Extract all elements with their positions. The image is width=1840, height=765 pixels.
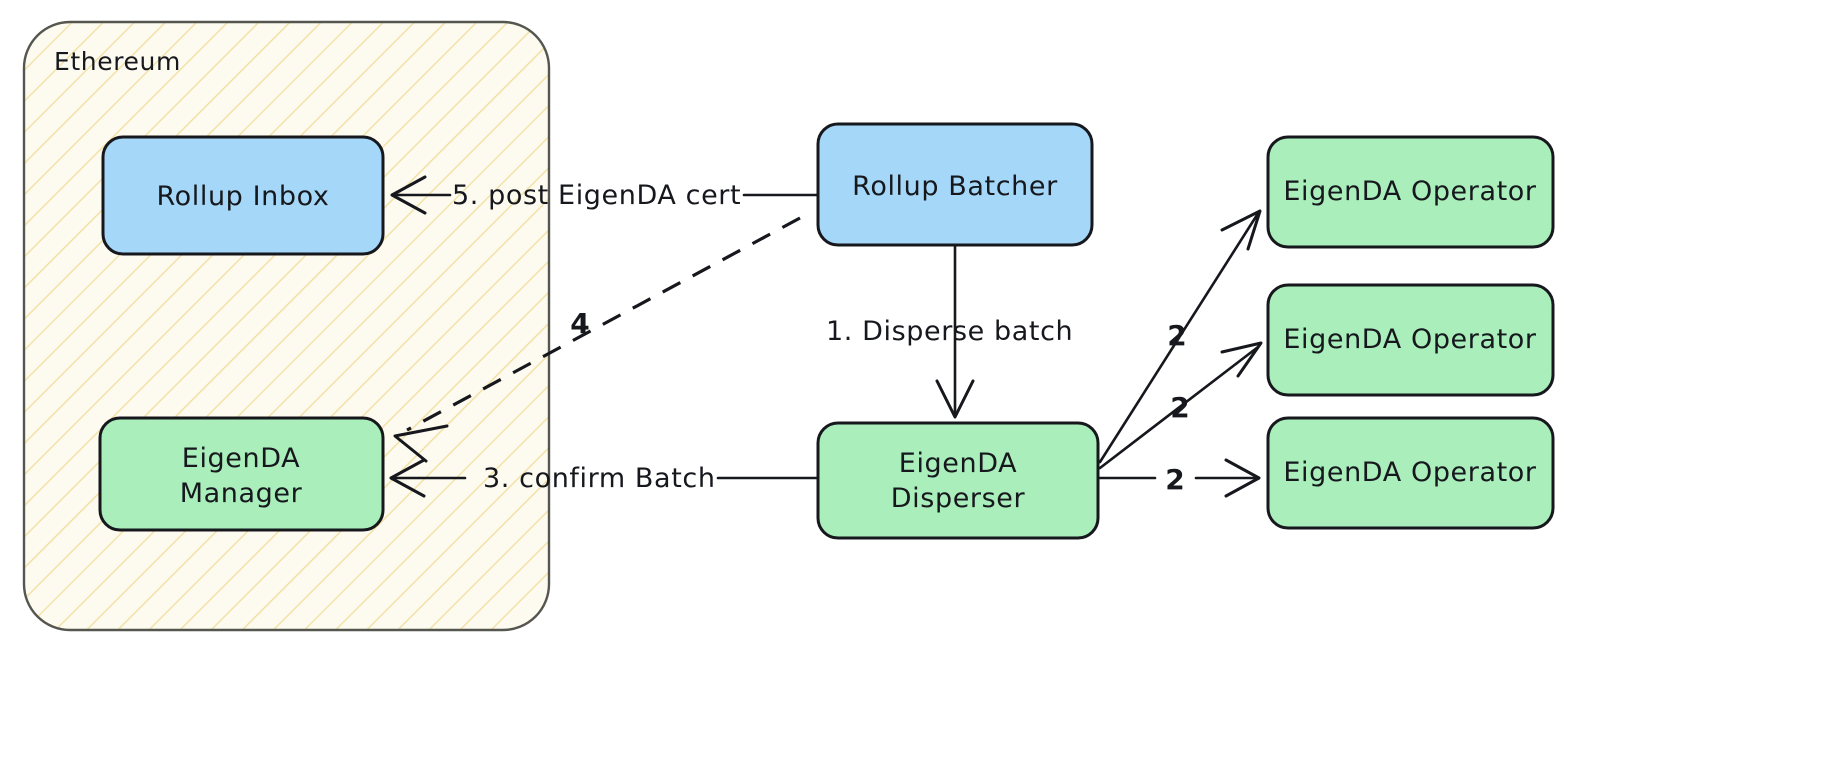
- cluster-ethereum: Ethereum: [22, 20, 551, 632]
- edge-post-eigenda-cert-label: 5. post EigenDA cert: [452, 180, 741, 211]
- node-eigenda-operator-2[interactable]: EigenDA Operator: [1266, 283, 1555, 397]
- node-eigenda-operator-3-label: EigenDA Operator: [1283, 457, 1537, 488]
- edge-disperse-batch-arrowhead: [935, 379, 975, 419]
- cluster-ethereum-label: Ethereum: [54, 47, 181, 76]
- cluster-ethereum-rect: [22, 20, 551, 632]
- node-eigenda-disperser[interactable]: EigenDA Disperser: [816, 421, 1100, 540]
- edge-disperse-batch: 1. Disperse batch: [826, 244, 1073, 419]
- node-eigenda-operator-1-rect[interactable]: [1266, 135, 1555, 249]
- node-rollup-batcher-label: Rollup Batcher: [852, 171, 1058, 202]
- edge-confirm-batch-arrowhead: [389, 458, 426, 498]
- edge-disperser-operator-3: 2: [1098, 458, 1261, 498]
- node-eigenda-manager-label-line1: EigenDA: [182, 443, 300, 474]
- node-eigenda-disperser-label-line1: EigenDA: [899, 448, 1017, 479]
- node-rollup-inbox[interactable]: Rollup Inbox: [101, 135, 385, 256]
- edge-disperser-operator-3-arrowhead: [1224, 458, 1261, 498]
- edge-disperser-operator-1-arrowhead: [1220, 209, 1262, 251]
- edge-disperser-operator-1-label: 2: [1167, 319, 1186, 352]
- node-rollup-inbox-label: Rollup Inbox: [157, 181, 330, 212]
- node-eigenda-operator-1[interactable]: EigenDA Operator: [1266, 135, 1555, 249]
- edge-disperser-operator-1: 2: [1098, 209, 1262, 464]
- node-eigenda-operator-2-label: EigenDA Operator: [1283, 324, 1537, 355]
- edge-confirm-batch: 3. confirm Batch: [389, 458, 820, 498]
- edge-disperser-operator-2: 2: [1098, 341, 1263, 470]
- edge-disperser-operator-3-label: 2: [1165, 463, 1184, 496]
- edge-disperser-operator-2-line: [1098, 345, 1260, 470]
- node-eigenda-operator-1-label: EigenDA Operator: [1283, 176, 1537, 207]
- edge-step-4-arrowhead: [393, 424, 449, 463]
- node-eigenda-operator-3-rect[interactable]: [1266, 416, 1555, 530]
- node-eigenda-operator-2-rect[interactable]: [1266, 283, 1555, 397]
- node-eigenda-disperser-rect[interactable]: [816, 421, 1100, 540]
- edge-disperse-batch-label: 1. Disperse batch: [826, 316, 1073, 347]
- node-eigenda-manager-rect[interactable]: [98, 416, 385, 532]
- node-eigenda-operator-3[interactable]: EigenDA Operator: [1266, 416, 1555, 530]
- node-eigenda-disperser-label-line2: Disperser: [891, 483, 1026, 514]
- edge-step-4-line: [406, 216, 801, 432]
- node-eigenda-manager-label-line2: Manager: [180, 478, 303, 509]
- node-rollup-inbox-rect[interactable]: [101, 135, 385, 256]
- node-eigenda-manager[interactable]: EigenDA Manager: [98, 416, 385, 532]
- edge-confirm-batch-label: 3. confirm Batch: [483, 463, 716, 494]
- edge-disperser-operator-2-label: 2: [1170, 391, 1189, 424]
- edge-disperser-operator-1-line: [1098, 213, 1259, 464]
- node-rollup-batcher[interactable]: Rollup Batcher: [816, 122, 1094, 247]
- edge-disperser-operator-2-arrowhead: [1220, 341, 1263, 378]
- edge-post-eigenda-cert-arrowhead: [390, 175, 427, 215]
- edge-step-4: 4: [393, 216, 801, 463]
- edge-step-4-label: 4: [570, 307, 589, 340]
- edge-post-eigenda-cert: 5. post EigenDA cert: [390, 175, 820, 215]
